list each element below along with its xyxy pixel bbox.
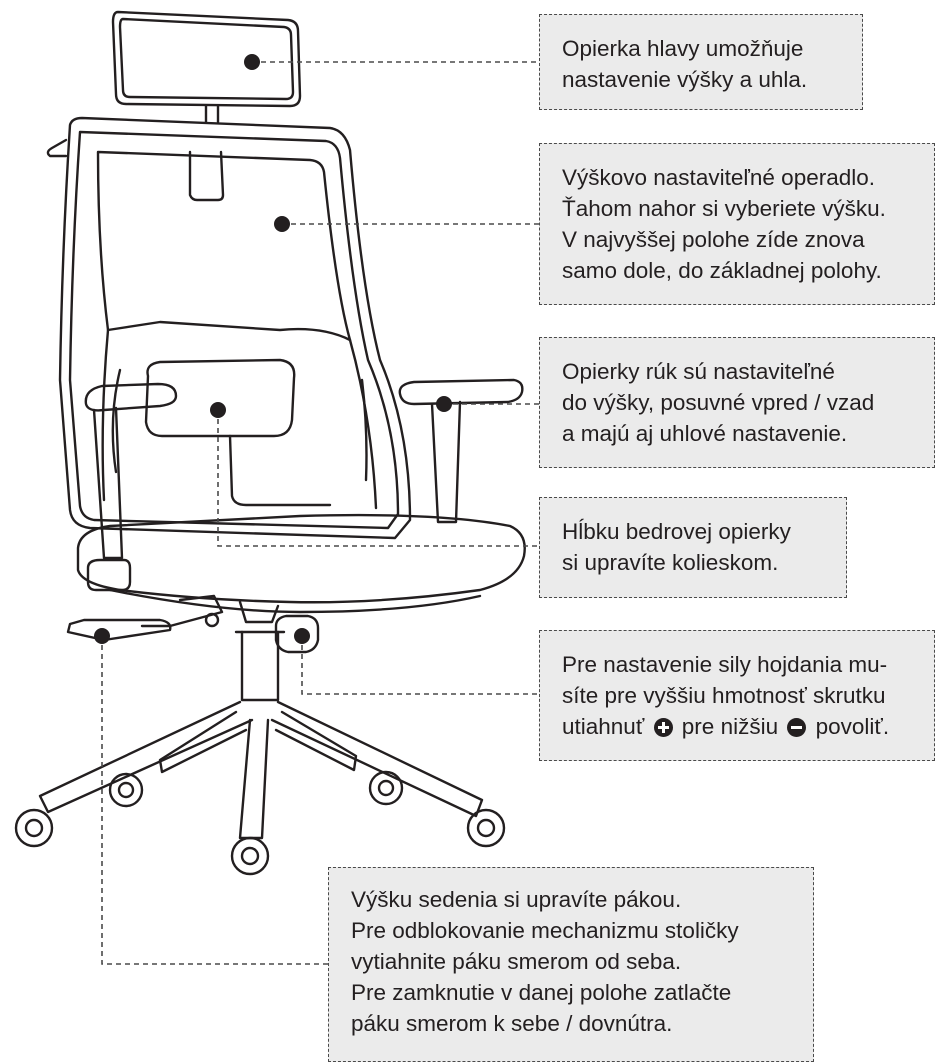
callout-line: Ťahom nahor si vyberiete výšku. [562, 196, 886, 221]
dot-armrest [436, 396, 452, 412]
callout-line: Výškovo nastaviteľné operadlo. [562, 165, 876, 190]
callout-line: Opierky rúk sú nastaviteľné [562, 359, 835, 384]
gas-lift [234, 630, 286, 702]
callout-line: Pre odblokovanie mechanizmu stoličky [351, 918, 739, 943]
leader-lumbar [217, 410, 540, 547]
callout-line: Pre zamknutie v danej polohe zatlačte [351, 980, 732, 1005]
callout-line-icons: utiahnuť pre nižšiu povoliť. [562, 711, 916, 742]
leader-lines [101, 61, 540, 965]
callout-lumbar: Hĺbku bedrovej opierky si upravíte kolie… [539, 497, 847, 598]
dot-tension [294, 628, 310, 644]
marker-dots [94, 54, 452, 644]
callout-line: síte pre vyššiu hmotnosť skrutku [562, 683, 886, 708]
leader-tension [301, 636, 540, 695]
dot-seat-lever [94, 628, 110, 644]
callout-backrest: Výškovo nastaviteľné operadlo. Ťahom nah… [539, 143, 935, 305]
star-base [38, 700, 484, 840]
callout-headrest: Opierka hlavy umožňuje nastavenie výšky … [539, 14, 863, 110]
leader-seat-height [101, 636, 330, 965]
callout-line: nastavenie výšky a uhla. [562, 67, 808, 92]
callout-line: Opierka hlavy umožňuje [562, 36, 804, 61]
callout-line: páku smerom k sebe / dovnútra. [351, 1011, 673, 1036]
headrest [111, 10, 302, 124]
callout-line: Hĺbku bedrovej opierky [562, 519, 791, 544]
plus-circle-icon [653, 718, 673, 737]
callout-line: Výšku sedenia si upravíte pákou. [351, 887, 682, 912]
left-armrest [84, 382, 178, 592]
seat-mechanism [66, 594, 320, 654]
callout-seat-height: Výšku sedenia si upravíte pákou. Pre odb… [328, 867, 814, 1062]
callout-text: pre nižšiu [681, 714, 779, 739]
callout-line: do výšky, posuvné vpred / vzad [562, 390, 875, 415]
callout-line: Pre nastavenie sily hojdania mu- [562, 652, 888, 677]
dot-headrest [244, 54, 260, 70]
callout-tension: Pre nastavenie sily hojdania mu- síte pr… [539, 630, 935, 761]
seat [76, 513, 526, 624]
callout-armrests: Opierky rúk sú nastaviteľné do výšky, po… [539, 337, 935, 468]
callout-text: povoliť. [815, 714, 890, 739]
callout-line: si upravíte kolieskom. [562, 550, 779, 575]
dot-lumbar [210, 402, 226, 418]
chair-drawing [14, 10, 526, 876]
callout-text: utiahnuť [562, 714, 645, 739]
callout-line: a majú aj uhlové nastavenie. [562, 421, 848, 446]
backrest [46, 116, 412, 540]
dot-backrest [274, 216, 290, 232]
callout-line: vytiahnite páku smerom od seba. [351, 949, 682, 974]
callout-line: samo dole, do základnej polohy. [562, 258, 882, 283]
lumbar-support [111, 358, 368, 507]
callout-line: V najvyššej polohe zíde znova [562, 227, 865, 252]
minus-circle-icon [787, 718, 807, 737]
right-armrest [398, 378, 524, 524]
casters [14, 770, 506, 876]
